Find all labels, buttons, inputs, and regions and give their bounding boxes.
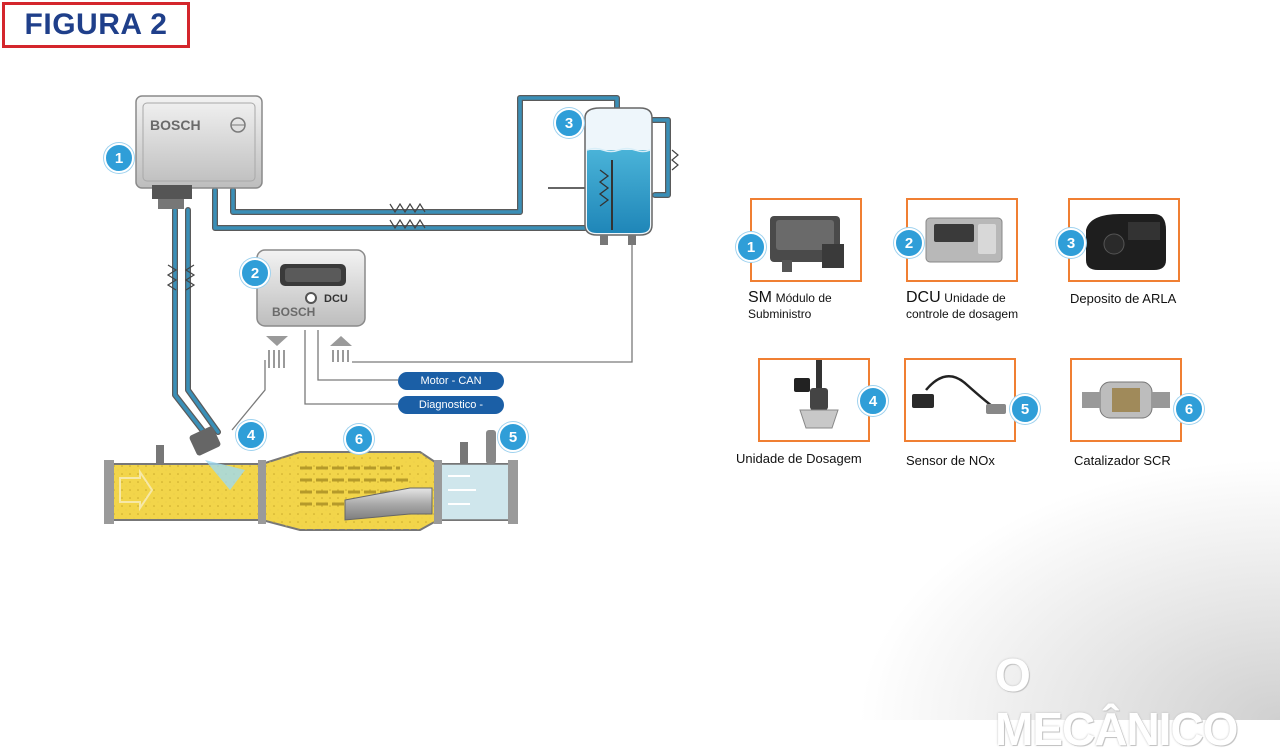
card-dcu bbox=[906, 198, 1018, 282]
dcu-text: DCU bbox=[324, 293, 348, 305]
card-marker-4: 4 bbox=[858, 386, 888, 416]
dcu-unit: DCU BOSCH bbox=[256, 249, 366, 327]
watermark-logo: O MECÂNICO bbox=[995, 649, 1238, 755]
marker-4: 4 bbox=[236, 420, 266, 450]
nox-sensor-image bbox=[912, 375, 1006, 414]
card-marker-6: 6 bbox=[1174, 394, 1204, 424]
card-label-supply-module: SM Módulo de Subministro bbox=[748, 289, 832, 322]
card-supply-module bbox=[750, 198, 862, 282]
pipe-heater-coils bbox=[166, 149, 679, 291]
card-label-dcu: DCU Unidade de controle de dosagem bbox=[906, 289, 1019, 322]
marker-6: 6 bbox=[344, 424, 374, 454]
fluid-pipes bbox=[172, 95, 671, 443]
scr-system-diagram: BOSCH DCU BOSCH bbox=[104, 95, 679, 531]
scr-catalyst-image bbox=[1082, 381, 1170, 419]
sm-brand: BOSCH bbox=[150, 117, 201, 133]
marker-2: 2 bbox=[240, 258, 270, 288]
marker-5: 5 bbox=[498, 422, 528, 452]
supply-module-image bbox=[770, 216, 844, 272]
card-marker-2: 2 bbox=[894, 228, 924, 258]
can-motor-tag: Motor - CAN bbox=[398, 372, 504, 390]
card-label-arla-tank: Deposito de ARLA bbox=[1070, 291, 1177, 306]
marker-3: 3 bbox=[554, 108, 584, 138]
card-label-nox-sensor: Sensor de NOx bbox=[906, 453, 995, 468]
figure-label: FIGURA 2 bbox=[2, 2, 190, 48]
can-diag-tag: Diagnostico - CAN bbox=[398, 396, 504, 429]
card-scr-catalyst bbox=[1070, 358, 1182, 442]
arla-tank bbox=[548, 107, 653, 245]
card-label-scr-catalyst: Catalizador SCR bbox=[1074, 453, 1171, 468]
dcu-wiring bbox=[231, 242, 633, 431]
card-dosing-unit bbox=[758, 358, 870, 442]
card-nox-sensor bbox=[904, 358, 1016, 442]
card-marker-5: 5 bbox=[1010, 394, 1040, 424]
dosing-unit-image bbox=[794, 360, 839, 429]
dcu-brand: BOSCH bbox=[272, 305, 315, 319]
card-marker-1: 1 bbox=[736, 232, 766, 262]
marker-1: 1 bbox=[104, 143, 134, 173]
arla-tank-image bbox=[1086, 214, 1166, 270]
supply-module: BOSCH bbox=[135, 95, 263, 209]
card-label-dosing-unit: Unidade de Dosagem bbox=[736, 451, 862, 466]
card-marker-3: 3 bbox=[1056, 228, 1086, 258]
dcu-image bbox=[925, 217, 1003, 263]
dcu-signal-arrows bbox=[266, 336, 352, 368]
exhaust-line bbox=[104, 426, 518, 531]
card-arla-tank bbox=[1068, 198, 1180, 282]
